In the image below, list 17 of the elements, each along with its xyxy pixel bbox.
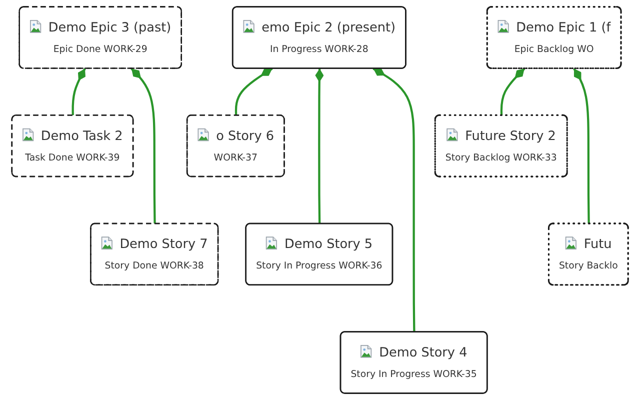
composition-line bbox=[234, 68, 273, 116]
issue-card: Demo Story 5 Story In Progress WORK-36 bbox=[245, 222, 394, 286]
issue-card: o Story 6 WORK-37 bbox=[186, 114, 285, 178]
issue-card: emo Epic 2 (present) In Progress WORK-28 bbox=[232, 6, 406, 69]
issue-card: Futu Story Backlo bbox=[548, 222, 629, 286]
issue-card: Future Story 2 Story Backlog WORK-33 bbox=[434, 114, 568, 178]
composition-line bbox=[130, 68, 156, 224]
composition-line bbox=[315, 68, 324, 224]
composition-line bbox=[72, 68, 86, 116]
issue-card: Demo Epic 1 (f Epic Backlog WO bbox=[486, 6, 622, 69]
composition-line bbox=[500, 68, 526, 116]
composition-line bbox=[573, 68, 590, 224]
issue-card: Demo Story 7 Story Done WORK-38 bbox=[90, 222, 219, 286]
issue-card: Demo Epic 3 (past) Epic Done WORK-29 bbox=[18, 6, 182, 69]
issue-card: Demo Story 4 Story In Progress WORK-35 bbox=[340, 331, 488, 394]
issue-card: Demo Task 2 Task Done WORK-39 bbox=[11, 114, 134, 178]
composition-line bbox=[372, 68, 416, 332]
